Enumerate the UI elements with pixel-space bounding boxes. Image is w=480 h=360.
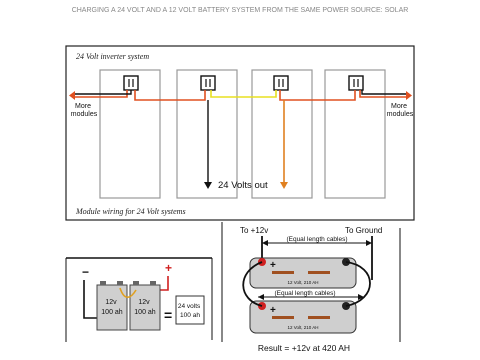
middle-cable-label: (Equal length cables)	[274, 290, 335, 297]
module-wiring-section: 24 Volt inverter system Module wiring fo…	[65, 45, 415, 221]
battery-1-terminal-a	[100, 281, 106, 285]
top-cable-arrow-left	[262, 240, 268, 246]
battery-bottom-cell-1	[272, 316, 294, 319]
parallel-result-label: Result = +12v at 420 AH	[258, 343, 350, 353]
more-modules-right: More modules	[387, 103, 414, 118]
black-output-arrow	[204, 182, 212, 189]
solar-module-1	[99, 69, 161, 199]
series-battery-1	[96, 284, 128, 331]
battery-top-cell-2	[308, 271, 330, 274]
right-arrow-head	[406, 91, 412, 100]
red-wire-left-outer	[75, 90, 128, 98]
positive-parallel-loop	[242, 261, 263, 307]
series-result-label: 24 volts 100 ah	[178, 303, 202, 319]
black-wire-left-outer	[75, 90, 132, 95]
battery-top-cell-1	[272, 271, 294, 274]
solar-module-3	[251, 69, 313, 199]
to-ground-label: To Ground	[345, 226, 382, 235]
module-wiring-heading: 24 Volt inverter system	[76, 52, 149, 61]
series-equals-sign: =	[164, 307, 172, 323]
more-modules-left: More modules	[71, 103, 98, 118]
black-wire-right-outer	[361, 90, 406, 95]
solar-module-4	[324, 69, 386, 199]
red-wire-right-outer	[359, 90, 406, 98]
battery-bottom-plus-sign: +	[270, 305, 276, 316]
middle-cable-arrow-right	[358, 294, 364, 300]
battery-bottom-rating: 12 Volt, 210 AH	[287, 325, 318, 330]
junction-box-3	[273, 75, 289, 91]
parallel-battery-section: To +12v To Ground (Equal length cables) …	[221, 222, 401, 353]
battery-top-plus-sign: +	[270, 260, 276, 271]
top-cable-label: (Equal length cables)	[286, 236, 347, 243]
junction-box-4	[348, 75, 364, 91]
red-wire-pair1	[134, 90, 206, 101]
parallel-battery-bottom	[249, 300, 357, 334]
module-wiring-footer: Module wiring for 24 Volt systems	[75, 207, 186, 216]
battery-top-rating: 12 Volt, 210 AH	[287, 280, 318, 285]
battery-2-terminal-a	[133, 281, 139, 285]
junction-box-1	[123, 75, 139, 91]
orange-output-arrow	[280, 182, 288, 189]
series-battery-2-label: 12v 100 ah	[134, 299, 156, 316]
middle-cable-arrow-left	[258, 294, 264, 300]
junction-box-2	[200, 75, 216, 91]
negative-parallel-loop	[345, 261, 371, 307]
yellow-series-link	[210, 90, 277, 98]
top-cable-arrow-right	[366, 240, 372, 246]
solar-module-2	[176, 69, 238, 199]
parallel-battery-top	[249, 257, 357, 289]
series-minus-sign: −	[82, 265, 89, 279]
series-plus-sign: +	[165, 261, 172, 275]
output-voltage-label: 24 Volts out	[218, 180, 268, 191]
battery-bottom-cell-2	[308, 316, 330, 319]
series-battery-1-label: 12v 100 ah	[101, 299, 123, 316]
left-arrow-head	[69, 91, 75, 100]
series-result-box	[175, 295, 205, 325]
page-title: CHARGING A 24 VOLT AND A 12 VOLT BATTERY…	[72, 7, 409, 14]
series-link-wire	[119, 287, 137, 299]
battery-1-terminal-b	[117, 281, 123, 285]
battery-2-terminal-b	[150, 281, 156, 285]
series-battery-section: − + 12v 100 ah 12v 100 ah = 24 volts 100…	[65, 257, 213, 342]
to-positive-label: To +12v	[240, 226, 268, 235]
red-wire-pair2	[279, 90, 356, 101]
